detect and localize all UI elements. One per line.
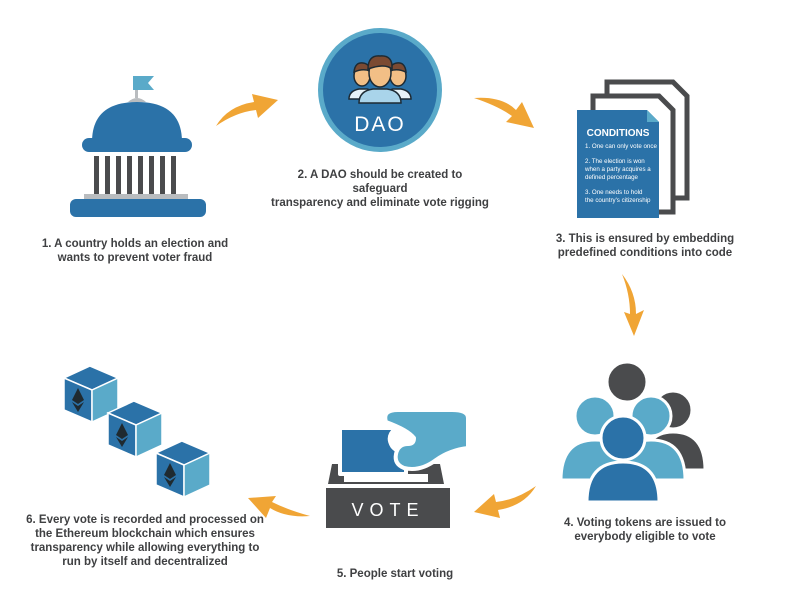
conditions-document-icon: CONDITIONS 1. One can only vote once 2. … — [577, 79, 690, 218]
arrow-step4-to-step5 — [474, 486, 536, 518]
caption-line: predefined conditions into code — [557, 247, 733, 259]
ethereum-block — [155, 440, 211, 498]
condition-item: 3. One needs to hold — [585, 189, 643, 196]
caption-line: 4. Voting tokens are issued to — [563, 517, 727, 529]
dao-group-icon: DAO — [318, 28, 442, 152]
step-3-caption: 3. This is ensured by embedding predefin… — [545, 232, 745, 260]
condition-item: defined percentage — [585, 174, 639, 181]
caption-line: wants to prevent voter fraud — [57, 252, 213, 264]
caption-line: transparency and eliminate vote rigging — [271, 197, 489, 209]
caption-line: transparency while allowing everything t… — [30, 542, 260, 554]
caption-line: 1. A country holds an election and — [41, 238, 229, 250]
ethereum-block — [107, 400, 163, 458]
condition-item: 1. One can only vote once — [585, 143, 657, 150]
caption-line: the Ethereum blockchain which ensures — [35, 528, 255, 540]
capitol-building-icon — [70, 76, 206, 217]
step-6-caption: 6. Every vote is recorded and processed … — [25, 513, 265, 569]
flag-icon — [133, 76, 154, 90]
arrow-step2-to-step3 — [474, 97, 534, 128]
condition-item: 2. The election is won — [585, 158, 645, 165]
arrow-step1-to-step2 — [216, 94, 278, 126]
caption-line: 2. A DAO should be created to safeguard — [297, 169, 463, 195]
dao-label: DAO — [354, 113, 406, 136]
condition-item: when a party acquires a — [584, 166, 651, 173]
caption-line: 5. People start voting — [336, 568, 454, 580]
caption-line: everybody eligible to vote — [574, 531, 716, 543]
arrow-step3-to-step4 — [622, 274, 644, 336]
arrow-step5-to-step6 — [248, 496, 310, 518]
step-4-caption: 4. Voting tokens are issued to everybody… — [545, 516, 745, 544]
people-group-icon — [559, 360, 707, 504]
caption-line: run by itself and decentralized — [62, 556, 228, 568]
ethereum-blocks-icon — [63, 365, 211, 498]
vote-label: VOTE — [351, 500, 424, 520]
conditions-title: CONDITIONS — [587, 128, 650, 139]
caption-line: 3. This is ensured by embedding — [555, 233, 735, 245]
step-1-caption: 1. A country holds an election and wants… — [30, 237, 240, 265]
step-2-caption: 2. A DAO should be created to safeguard … — [270, 168, 490, 210]
condition-item: the country's citizenship — [585, 197, 651, 204]
caption-line: 6. Every vote is recorded and processed … — [26, 514, 264, 526]
step-5-caption: 5. People start voting — [315, 567, 475, 581]
ballot-box-icon: VOTE — [326, 408, 470, 528]
